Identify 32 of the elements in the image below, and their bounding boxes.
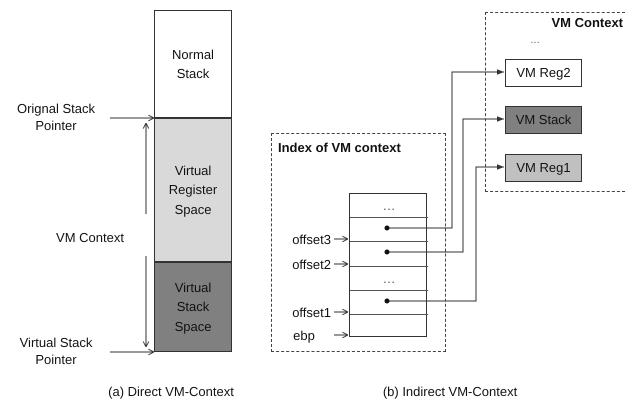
pointer-arrow <box>384 116 504 254</box>
arrow <box>334 260 348 268</box>
register-label: ebp <box>277 328 333 344</box>
pointer-arrow <box>384 69 504 230</box>
caption: (b) Indirect VM-Context <box>382 384 518 400</box>
stack-segment: Virtual Register Space <box>154 118 232 262</box>
arrow <box>334 332 348 338</box>
ellipsis: … <box>530 35 540 47</box>
pointer-label: Orignal Stack Pointer <box>4 100 108 134</box>
stack-segment: Normal Stack <box>154 10 232 118</box>
group-title: VM Context <box>552 15 623 31</box>
pointer-label: Virtual Stack Pointer <box>4 334 108 368</box>
arrow <box>110 348 154 356</box>
index-table <box>349 193 427 337</box>
arrow <box>334 236 348 242</box>
group-frame <box>485 12 625 192</box>
offset-label: offset1 <box>277 305 333 321</box>
arrow <box>334 308 348 316</box>
offset-label: offset3 <box>277 232 333 248</box>
offset-label: offset2 <box>277 257 333 273</box>
stack-segment: Virtual Stack Space <box>154 262 232 352</box>
table-row: … <box>350 194 428 217</box>
table-row: … <box>350 266 428 290</box>
arrow <box>110 114 154 122</box>
register-box: VM Reg1 <box>505 154 582 182</box>
dimension-label: VM Context <box>55 230 125 246</box>
register-box: VM Reg2 <box>505 59 582 87</box>
pointer-arrow <box>384 164 504 304</box>
group-title: Index of VM context <box>278 140 401 156</box>
stack-box: VM Stack <box>505 106 582 134</box>
group-frame <box>271 133 446 352</box>
caption: (a) Direct VM-Context <box>107 384 235 400</box>
